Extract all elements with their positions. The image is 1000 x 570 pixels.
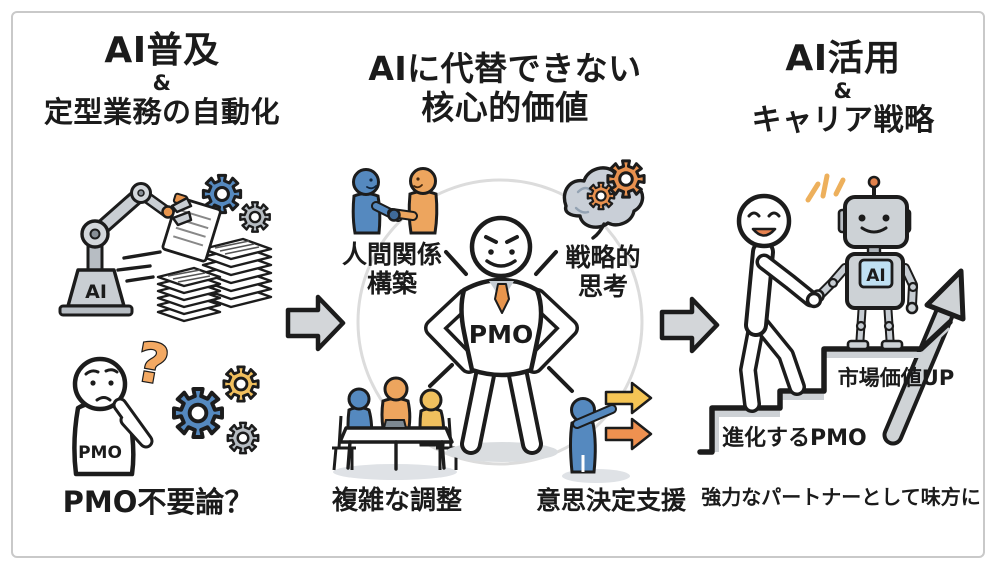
stairs-label: 市場価値UP xyxy=(837,366,955,390)
label-strategic: 戦略的 思考 xyxy=(565,243,641,301)
speed-lines xyxy=(116,250,162,283)
value-circle xyxy=(356,178,644,466)
flow-arrow-icon xyxy=(285,294,346,352)
robot-icon: AI xyxy=(811,175,919,351)
left-title: AI普及 & 定型業務の自動化 xyxy=(28,30,296,129)
decision-support-icon xyxy=(562,381,653,483)
gear-yellow-icon xyxy=(222,365,260,403)
robot-arm-body: AI xyxy=(58,182,193,317)
center-pmo-label: PMO xyxy=(469,320,533,349)
left-title-line1: AI普及 xyxy=(104,30,220,71)
middle-title-line2: 核心的価値 xyxy=(421,87,589,127)
robot-chest-label: AI xyxy=(866,266,885,286)
thinker-pmo-label: PMO xyxy=(78,443,122,463)
gear-blue-icon xyxy=(172,387,224,439)
brain-icon xyxy=(562,159,646,240)
paper-stack-front-icon xyxy=(156,266,222,323)
left-title-amp: & xyxy=(152,71,172,96)
middle-title: AIに代替できない 核心的価値 xyxy=(345,49,665,128)
middle-title-line1: AIに代替できない xyxy=(368,49,642,88)
thinking-person-icon: ? PMO xyxy=(72,329,260,477)
gear-gray-icon xyxy=(226,421,260,455)
right-title-line2: キャリア戦略 xyxy=(751,102,935,138)
meeting-icon xyxy=(332,376,458,480)
career-illustration: AI xyxy=(697,173,966,455)
sparkle-icon xyxy=(805,173,846,203)
connector-lines xyxy=(428,250,574,393)
right-title-line1: AI活用 xyxy=(785,38,901,79)
label-relationship: 人間関係 構築 xyxy=(341,240,442,298)
robot-arm-icon: AI xyxy=(58,173,273,323)
label-decision: 意思決定支援 xyxy=(535,486,686,515)
thinker-body: PMO xyxy=(72,356,154,477)
flow-arrow-icon xyxy=(659,296,720,354)
center-pmo-figure: PMO xyxy=(424,215,579,462)
left-title-line2: 定型業務の自動化 xyxy=(43,94,280,129)
gear-gray-icon xyxy=(239,201,271,233)
question-mark-icon: ? xyxy=(132,330,174,397)
paper-stack-back-icon xyxy=(201,237,273,309)
right-title-amp: & xyxy=(833,79,853,104)
label-coordination: 複雑な調整 xyxy=(331,486,462,516)
right-title: AI活用 & キャリア戦略 xyxy=(715,38,971,138)
climbing-person-icon xyxy=(736,193,823,413)
document-icon xyxy=(161,192,222,263)
evolve-label: 進化するPMO xyxy=(722,426,867,451)
left-caption: PMO不要論？ xyxy=(62,485,254,519)
right-caption: 強力なパートナーとして味方に xyxy=(701,485,981,509)
handshake-icon xyxy=(351,167,439,235)
core-value-illustration: PMO xyxy=(332,159,653,483)
robot-base-label: AI xyxy=(85,281,107,303)
